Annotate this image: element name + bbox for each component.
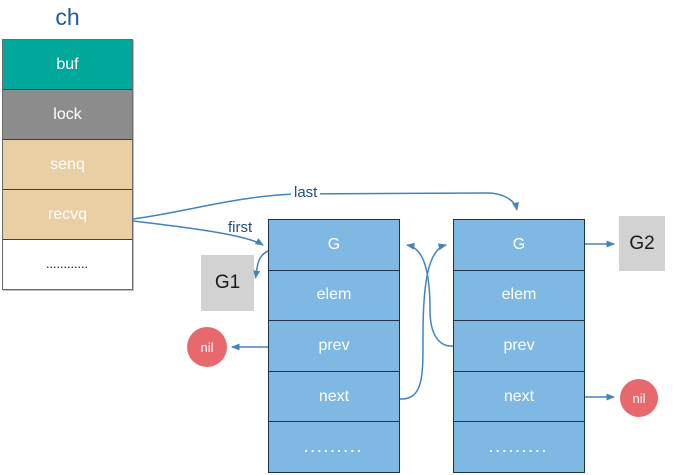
gnode2-row-elem: elem [454, 269, 584, 321]
ch-row-recvq: recvq [3, 190, 132, 240]
ch-row-ellipsis: ............ [3, 240, 132, 289]
arrow-recvq-last-to-node2 [132, 192, 519, 220]
first-pointer-label: first [228, 219, 253, 236]
gnode2-row-next: next [454, 370, 584, 422]
ch-row-senq: senq [3, 140, 132, 190]
gnode2-row-prev: prev [454, 320, 584, 371]
gnode1-row-ellipsis: ......... [269, 421, 399, 472]
gnode-1: G elem prev next ......... [268, 219, 400, 473]
arrow-node1-next-to-node2 [399, 243, 447, 400]
gnode-2: G elem prev next ......... [453, 219, 585, 473]
ch-struct: buf lock senq recvq ............ [2, 39, 133, 290]
gnode1-row-next: next [269, 370, 399, 422]
gnode1-row-elem: elem [269, 269, 399, 321]
last-pointer-label: last [291, 184, 321, 202]
ch-row-lock: lock [3, 90, 132, 140]
ch-struct-title: ch [55, 4, 80, 30]
g1-box: G1 [201, 255, 254, 311]
g2-box: G2 [619, 216, 665, 271]
gnode2-row-ellipsis: ......... [454, 421, 584, 472]
gnode1-row-g: G [269, 220, 399, 270]
nil-circle-left: nil [187, 327, 227, 367]
arrow-node1-g-to-g1 [253, 250, 269, 279]
gnode1-row-prev: prev [269, 320, 399, 371]
gnode2-row-g: G [454, 220, 584, 270]
ch-row-buf: buf [3, 40, 132, 90]
nil-circle-right: nil [620, 379, 658, 417]
arrow-node2-prev-to-node1 [406, 242, 454, 347]
